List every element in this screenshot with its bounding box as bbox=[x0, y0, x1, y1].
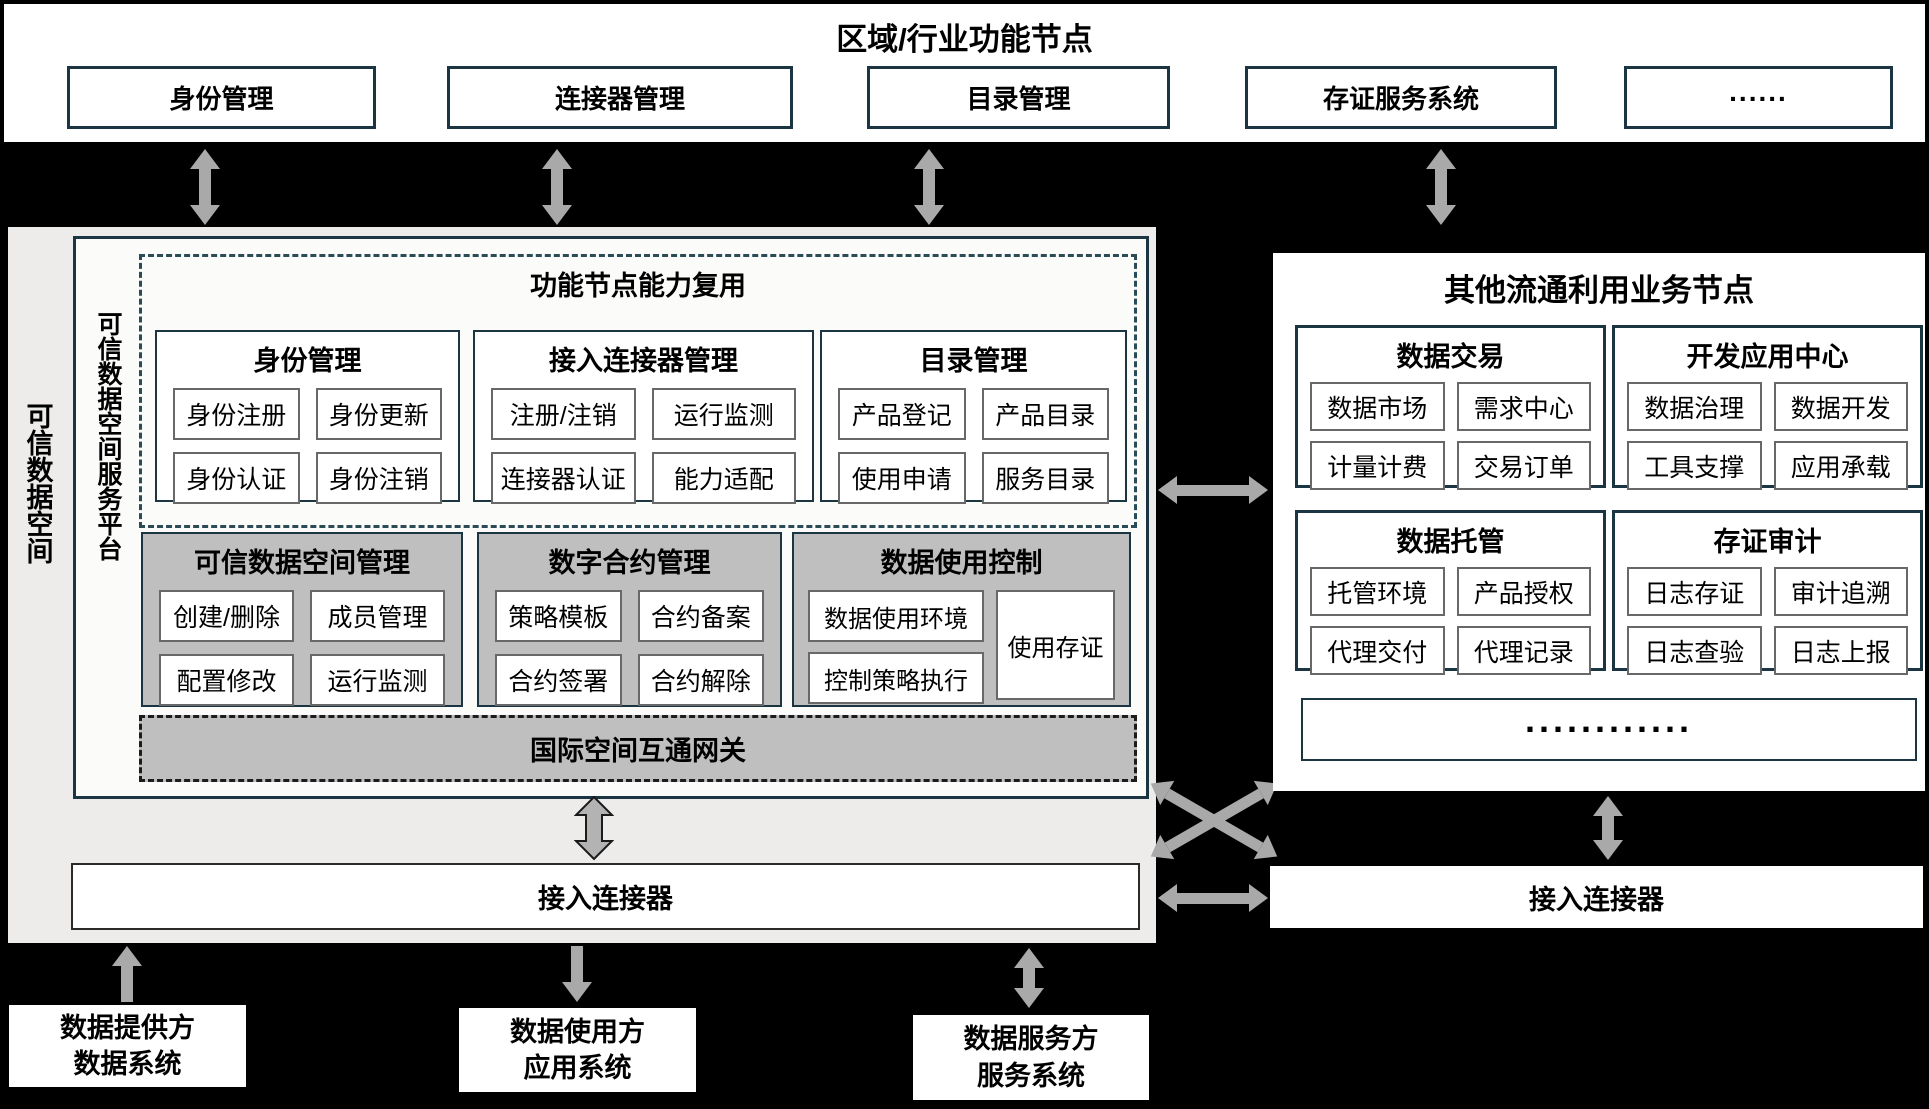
left-access-connector: 接入连接器 bbox=[71, 863, 1140, 930]
chip: 运行监测 bbox=[651, 388, 796, 440]
arrow-banner-catalog-icon bbox=[914, 149, 944, 225]
service-platform-vertical-label: 可信数据空间服务平台 bbox=[94, 311, 122, 561]
chip: 产品登记 bbox=[838, 388, 966, 440]
arrow-rightnodes-connector-icon bbox=[1593, 796, 1623, 860]
chip: 创建/删除 bbox=[159, 590, 294, 642]
arrow-platform-connector-icon bbox=[574, 795, 614, 861]
chip: 代理记录 bbox=[1456, 626, 1591, 675]
chip: 托管环境 bbox=[1310, 567, 1445, 616]
chip: 身份认证 bbox=[173, 452, 300, 504]
system-data-provider: 数据提供方 数据系统 bbox=[9, 1005, 246, 1087]
chip: 数据治理 bbox=[1627, 382, 1762, 431]
chip: 数据使用环境 bbox=[808, 590, 984, 642]
module-access-connector-mgmt: 接入连接器管理 注册/注销 运行监测 连接器认证 能力适配 bbox=[473, 330, 814, 504]
banner-node-identity-mgmt: 身份管理 bbox=[67, 66, 376, 129]
chip: 产品目录 bbox=[981, 388, 1109, 440]
right-access-connector: 接入连接器 bbox=[1270, 866, 1923, 928]
arrow-provider-up-icon bbox=[112, 946, 142, 1002]
module-data-hosting: 数据托管 托管环境 产品授权 代理交付 代理记录 bbox=[1295, 510, 1606, 675]
system-data-user: 数据使用方 应用系统 bbox=[459, 1008, 696, 1092]
chip: 合约签署 bbox=[495, 654, 622, 706]
chip: 数据开发 bbox=[1773, 382, 1908, 431]
chip: 代理交付 bbox=[1310, 626, 1445, 675]
module-digital-contract-mgmt: 数字合约管理 策略模板 合约备案 合约签署 合约解除 bbox=[477, 532, 782, 707]
chip: 控制策略执行 bbox=[808, 652, 984, 704]
arrow-user-down-icon bbox=[562, 946, 592, 1002]
chip: 注册/注销 bbox=[491, 388, 636, 440]
trusted-data-space-vertical-label: 可信数据空间 bbox=[22, 402, 53, 564]
chip: 合约备案 bbox=[637, 590, 764, 642]
arrow-connector-connector-icon bbox=[1158, 881, 1268, 915]
arrow-banner-evidence-icon bbox=[1426, 149, 1456, 225]
chip: 身份注销 bbox=[315, 452, 442, 504]
chip: 交易订单 bbox=[1456, 441, 1591, 490]
module-identity-mgmt: 身份管理 身份注册 身份更新 身份认证 身份注销 bbox=[155, 330, 460, 504]
banner-node-catalog-mgmt: 目录管理 bbox=[867, 66, 1170, 129]
chip: 工具支撑 bbox=[1627, 441, 1762, 490]
chip: 服务目录 bbox=[981, 452, 1109, 504]
chip: 日志上报 bbox=[1773, 626, 1908, 675]
chip: 使用申请 bbox=[838, 452, 966, 504]
other-business-nodes-title: 其他流通利用业务节点 bbox=[1444, 273, 1754, 308]
arrow-banner-identity-icon bbox=[190, 149, 220, 225]
arrow-service-bidir-icon bbox=[1014, 948, 1044, 1008]
chip: 应用承载 bbox=[1773, 441, 1908, 490]
chip: 使用存证 bbox=[996, 590, 1115, 700]
module-evidence-audit: 存证审计 日志存证 审计追溯 日志查验 日志上报 bbox=[1612, 510, 1923, 675]
chip: 成员管理 bbox=[310, 590, 445, 642]
module-dev-app-center: 开发应用中心 数据治理 数据开发 工具支撑 应用承载 bbox=[1612, 325, 1923, 490]
banner-node-ellipsis: ...... bbox=[1624, 66, 1893, 129]
chip: 日志查验 bbox=[1627, 626, 1762, 675]
module-catalog-mgmt: 目录管理 产品登记 产品目录 使用申请 服务目录 bbox=[820, 330, 1127, 504]
arrow-banner-connector-icon bbox=[542, 149, 572, 225]
chip: 运行监测 bbox=[310, 654, 445, 706]
capability-reuse-group: 功能节点能力复用 bbox=[139, 254, 1137, 528]
banner-node-connector-mgmt: 连接器管理 bbox=[447, 66, 793, 129]
module-space-mgmt: 可信数据空间管理 创建/删除 成员管理 配置修改 运行监测 bbox=[141, 532, 463, 707]
chip: 身份更新 bbox=[315, 388, 442, 440]
arrow-platform-rightnodes-icon bbox=[1158, 473, 1268, 507]
arrow-cross-exchange-icon bbox=[1143, 771, 1285, 869]
banner-title: 区域/行业功能节点 bbox=[836, 22, 1093, 57]
international-gateway: 国际空间互通网关 bbox=[139, 715, 1137, 782]
chip: 数据市场 bbox=[1310, 382, 1445, 431]
chip: 产品授权 bbox=[1456, 567, 1591, 616]
capability-reuse-title: 功能节点能力复用 bbox=[530, 271, 746, 301]
chip: 能力适配 bbox=[651, 452, 796, 504]
system-data-service: 数据服务方 服务系统 bbox=[913, 1015, 1149, 1100]
chip: 需求中心 bbox=[1456, 382, 1591, 431]
module-data-usage-control: 数据使用控制 数据使用环境 使用存证 控制策略执行 bbox=[792, 532, 1131, 707]
chip: 审计追溯 bbox=[1773, 567, 1908, 616]
chip: 连接器认证 bbox=[491, 452, 636, 504]
chip: 计量计费 bbox=[1310, 441, 1445, 490]
chip: 合约解除 bbox=[637, 654, 764, 706]
chip: 配置修改 bbox=[159, 654, 294, 706]
banner-node-evidence-service: 存证服务系统 bbox=[1245, 66, 1557, 129]
right-nodes-ellipsis-box: ............ bbox=[1301, 698, 1917, 761]
chip: 身份注册 bbox=[173, 388, 300, 440]
chip: 日志存证 bbox=[1627, 567, 1762, 616]
chip: 策略模板 bbox=[495, 590, 622, 642]
module-data-trading: 数据交易 数据市场 需求中心 计量计费 交易订单 bbox=[1295, 325, 1606, 490]
